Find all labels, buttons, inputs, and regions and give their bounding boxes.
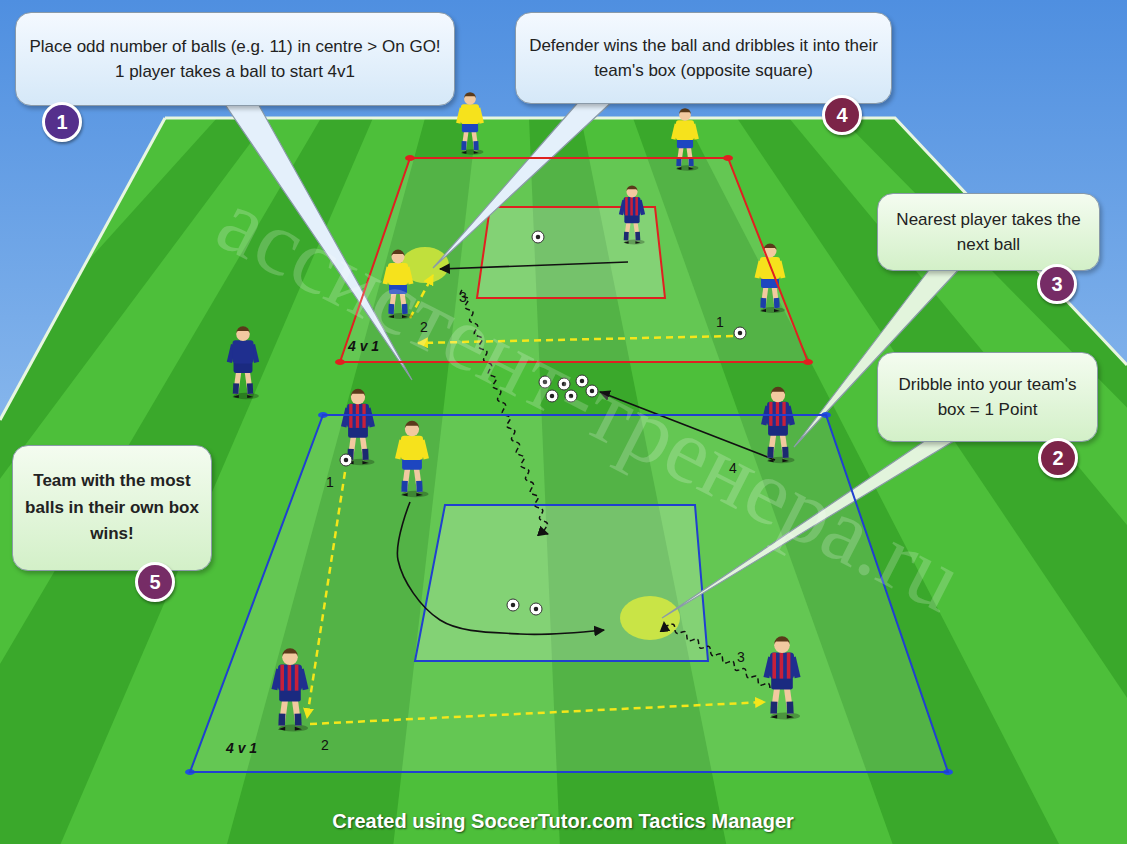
pass-line (410, 275, 433, 318)
step-number: 1 (716, 314, 724, 330)
callout-text: Nearest player takes the next ball (888, 207, 1089, 258)
run-line (397, 502, 604, 634)
player-figure (344, 389, 375, 465)
ball (539, 376, 551, 388)
area-fill (190, 415, 948, 772)
ball (530, 603, 542, 615)
step-number: 2 (321, 737, 329, 753)
instruction-callout: Place odd number of balls (e.g. 11) in c… (15, 12, 455, 106)
callout-number: 1 (42, 102, 82, 142)
step-number: 3 (459, 289, 467, 305)
callout-text: Dribble into your team's box = 1 Point (888, 372, 1087, 423)
player-figure (764, 387, 795, 463)
step-number: 3 (737, 649, 745, 665)
ball (734, 327, 746, 339)
player-figure (766, 636, 800, 719)
area-label: 4 v 1 (348, 338, 379, 354)
instruction-callout: Nearest player takes the next ball (877, 193, 1100, 271)
callout-number-text: 1 (56, 111, 67, 134)
run-line (440, 262, 628, 269)
drill-area: 4 v 1 (190, 415, 948, 772)
callout-number-text: 2 (1052, 447, 1063, 470)
callout-number-text: 4 (836, 104, 847, 127)
step-number: 4 (729, 460, 737, 476)
area-label: 4 v 1 (226, 740, 257, 756)
callout-number: 2 (1038, 438, 1078, 478)
watermark: ассистент-тренера.ru (201, 167, 978, 633)
area-outline (190, 415, 948, 772)
callout-pointer (662, 436, 962, 618)
area-fill (340, 158, 808, 362)
pass-line (310, 702, 765, 724)
pass-line (418, 336, 733, 343)
target-box (415, 505, 708, 661)
credit-caption: Created using SoccerTutor.com Tactics Ma… (332, 810, 794, 833)
player-figure (757, 244, 785, 314)
ball (340, 454, 352, 466)
callout-number-text: 3 (1051, 273, 1062, 296)
instruction-callout: Dribble into your team's box = 1 Point (877, 352, 1098, 442)
callout-number: 4 (822, 95, 862, 135)
player-figure (673, 108, 698, 171)
dribble-line (460, 290, 548, 534)
player-figure (274, 648, 308, 731)
highlight-spot (620, 596, 680, 640)
ball (576, 375, 588, 387)
player-figure (385, 250, 413, 320)
step-number: 1 (326, 474, 334, 490)
ball (558, 378, 570, 390)
highlight-spot (401, 247, 449, 283)
rule-callout: Team with the most balls in their own bo… (12, 445, 212, 571)
ball (565, 390, 577, 402)
pass-line (307, 472, 345, 718)
callout-text: Team with the most balls in their own bo… (23, 468, 201, 547)
instruction-callout: Defender wins the ball and dribbles it i… (515, 12, 892, 104)
player-figure (229, 326, 258, 399)
player-figure (621, 185, 645, 244)
ball (546, 390, 558, 402)
player-figure (458, 92, 483, 155)
callout-text: Defender wins the ball and dribbles it i… (526, 33, 881, 84)
drill-area: 4 v 1 (340, 158, 808, 362)
movement-lines (307, 262, 775, 724)
run-line (600, 392, 775, 460)
callout-number: 3 (1037, 264, 1077, 304)
target-box (477, 207, 665, 298)
callout-number: 5 (135, 562, 175, 602)
callout-number-text: 5 (149, 571, 160, 594)
ball (532, 231, 544, 243)
callout-pointer (222, 100, 412, 380)
dribble-line (664, 622, 770, 688)
players (229, 92, 800, 731)
callout-pointer (433, 98, 616, 268)
callout-text: Place odd number of balls (e.g. 11) in c… (26, 34, 444, 85)
step-number: 2 (420, 319, 428, 335)
ball (586, 385, 598, 397)
ball (507, 599, 519, 611)
player-figure (398, 421, 429, 497)
area-outline (340, 158, 808, 362)
